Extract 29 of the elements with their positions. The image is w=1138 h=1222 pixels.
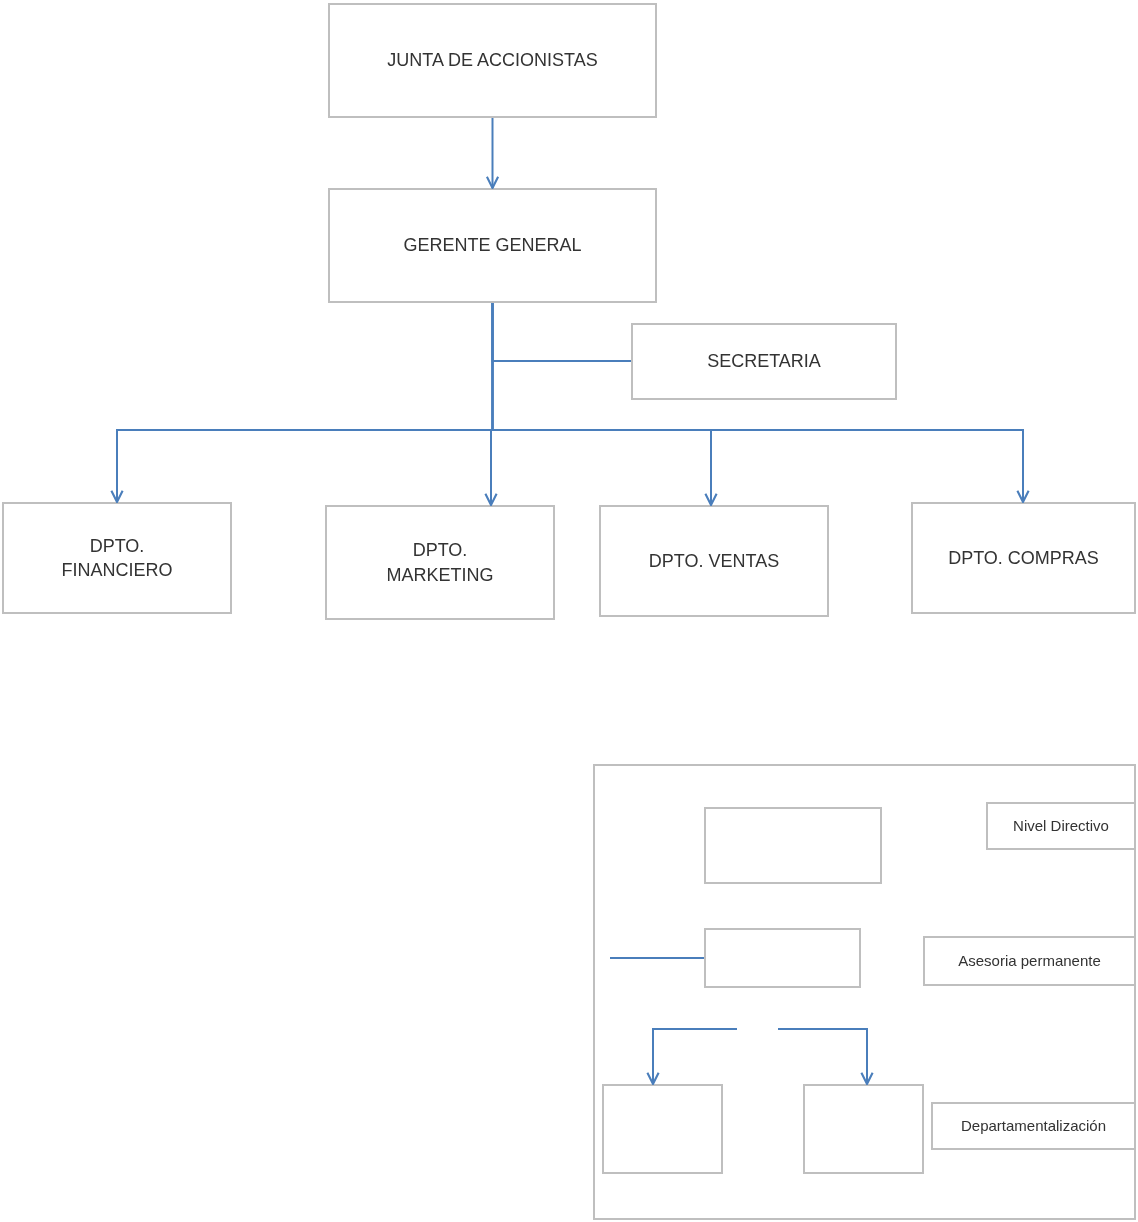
box-label: DPTO. COMPRAS [948, 546, 1099, 570]
empty-box [704, 807, 882, 884]
legend-label-box [986, 802, 1136, 850]
org-box [599, 505, 829, 617]
legend-text: Asesoria permanente [958, 950, 1101, 971]
org-box [631, 323, 897, 400]
empty-box [803, 1084, 924, 1174]
connector-arrow [777, 1028, 874, 1086]
org-box [2, 502, 232, 614]
box-label: DPTO. VENTAS [648, 549, 780, 573]
box-label: JUNTA DE ACCIONISTAS [387, 49, 598, 73]
box-label: GERENTE GENERAL [403, 234, 582, 258]
box-label: SECRETARIA [707, 350, 821, 374]
connector-arrow [646, 1028, 738, 1086]
connector-arrow [491, 302, 1030, 504]
box-label: DPTO. MARKETING [385, 539, 495, 587]
empty-box [602, 1084, 723, 1174]
legend-label-box [923, 936, 1136, 986]
org-box [328, 188, 657, 303]
legend-label-box [931, 1102, 1136, 1150]
legend-panel [593, 764, 1136, 1220]
org-box [911, 502, 1136, 614]
org-box [328, 3, 657, 118]
legend-text: Departamentalización [960, 1115, 1107, 1136]
legend-text: Nivel Directivo [1013, 815, 1109, 836]
empty-box [704, 928, 861, 988]
box-label: DPTO. FINANCIERO [60, 534, 174, 582]
connector-arrow [485, 117, 500, 190]
org-box [325, 505, 555, 620]
